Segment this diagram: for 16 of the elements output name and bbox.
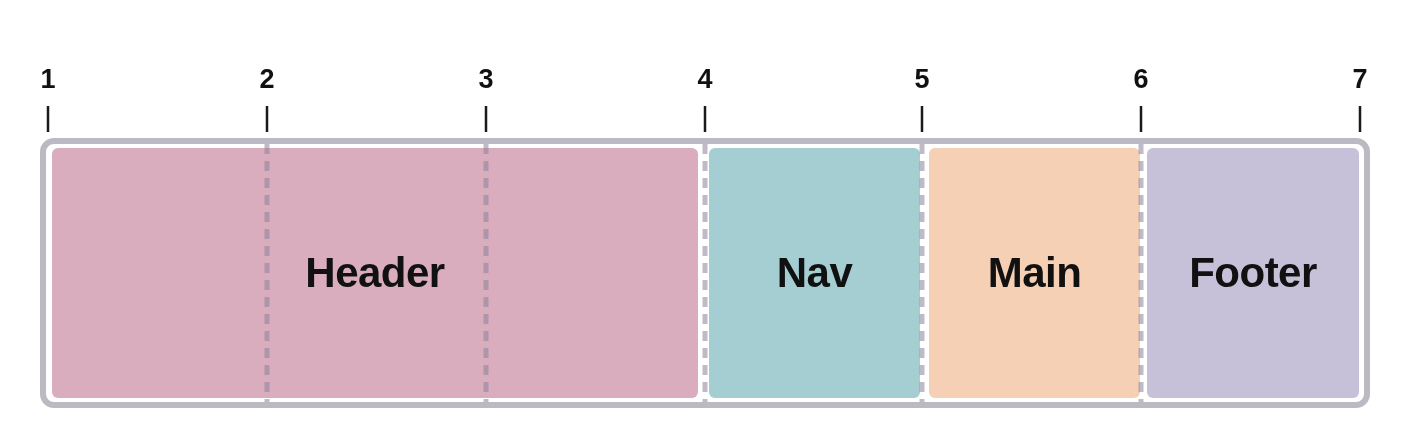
main-area bbox=[929, 148, 1140, 398]
grid-line-number: 3 bbox=[478, 64, 494, 95]
grid-line-number: 1 bbox=[40, 64, 56, 95]
grid-line-number: 2 bbox=[259, 64, 275, 95]
grid-container bbox=[40, 138, 1370, 408]
item-label: Main bbox=[987, 249, 1082, 297]
footer-area bbox=[1147, 148, 1359, 398]
item-label: Header bbox=[305, 249, 445, 297]
nav-area bbox=[709, 148, 920, 398]
grid-line-number: 7 bbox=[1352, 64, 1368, 95]
grid-line-number: 6 bbox=[1133, 64, 1149, 95]
item-label: Nav bbox=[776, 249, 853, 297]
grid-line-number: 4 bbox=[697, 64, 713, 95]
grid-line-number: 5 bbox=[914, 64, 930, 95]
header-area bbox=[52, 148, 698, 398]
item-label: Footer bbox=[1189, 249, 1317, 297]
